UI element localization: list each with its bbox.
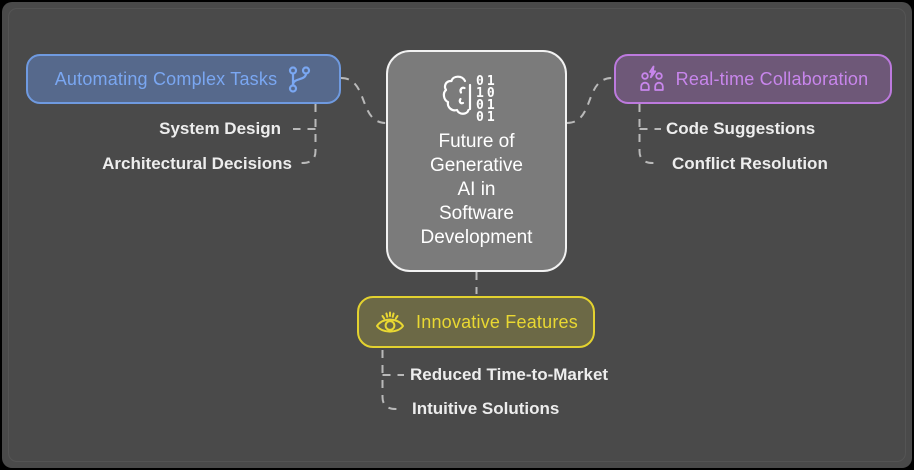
child-node-reduced-time-to-market[interactable]: Reduced Time-to-Market [410, 365, 609, 384]
eye-idea-icon [376, 311, 405, 333]
svg-text:10: 10 [476, 86, 498, 101]
child-node-system-design[interactable]: System Design [159, 119, 281, 138]
brain-binary-icon: 01 10 01 01 [442, 74, 498, 122]
center-node[interactable]: 01 10 01 01 Future of Generative AI in S… [386, 50, 567, 272]
connector-bottom-branch-main [381, 350, 401, 410]
svg-text:01: 01 [476, 110, 498, 122]
branch-automating-complex-tasks[interactable]: Automating Complex Tasks [26, 54, 341, 104]
center-node-title: Future of Generative AI in Software Deve… [421, 130, 533, 250]
connector-left-branch-main [299, 104, 317, 164]
center-title-line: Development [420, 227, 533, 248]
connector-center-to-right [566, 77, 613, 124]
branch-label: Automating Complex Tasks [54, 68, 278, 89]
child-node-intuitive-solutions[interactable]: Intuitive Solutions [412, 399, 560, 418]
center-title-line: AI in [457, 179, 496, 200]
connector-right-branch-main [638, 104, 658, 164]
center-title-line: Generative [430, 155, 523, 176]
branch-label: Real-time Collaboration [675, 68, 869, 89]
branch-real-time-collaboration[interactable]: Real-time Collaboration [614, 54, 892, 104]
center-title-line: Future of [438, 131, 515, 152]
branch-label: Innovative Features [416, 311, 578, 332]
svg-text:01: 01 [476, 74, 498, 89]
svg-text:01: 01 [476, 98, 498, 113]
people-spark-icon [639, 65, 664, 91]
child-node-architectural-decisions[interactable]: Architectural Decisions [102, 154, 292, 173]
connector-center-to-left [340, 77, 387, 124]
child-node-code-suggestions[interactable]: Code Suggestions [666, 119, 816, 138]
branch-innovative-features[interactable]: Innovative Features [357, 296, 595, 348]
child-node-conflict-resolution[interactable]: Conflict Resolution [672, 154, 828, 173]
center-title-line: Software [439, 203, 514, 224]
git-branch-icon [289, 65, 311, 93]
